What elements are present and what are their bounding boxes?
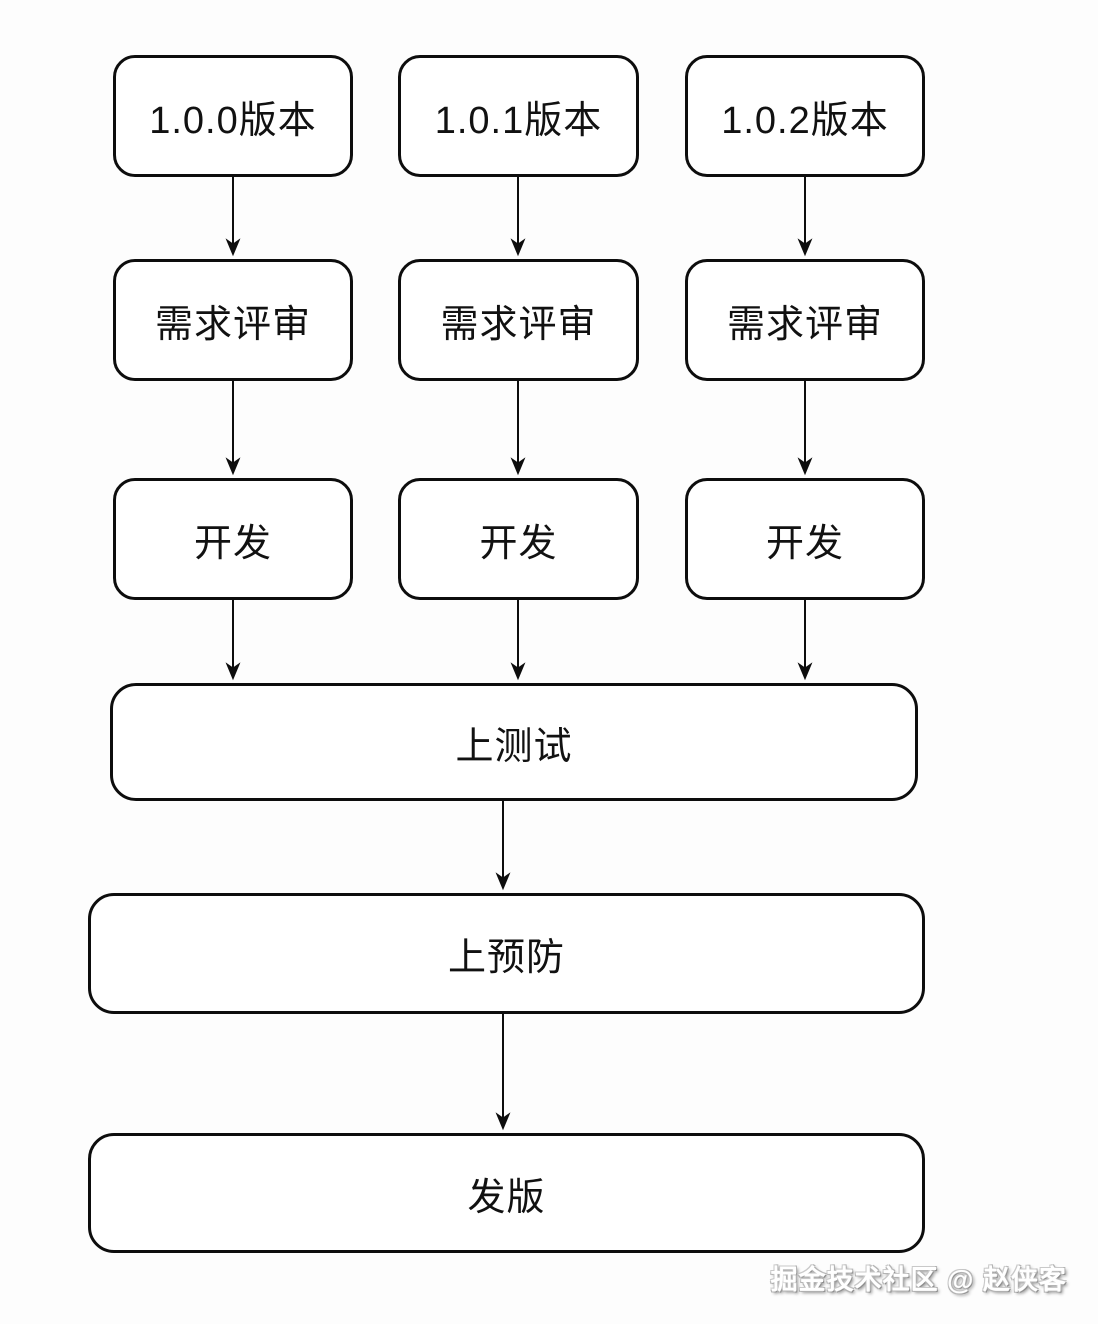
- node-version-100: 1.0.0版本: [113, 55, 353, 177]
- node-review-2: 需求评审: [398, 259, 639, 381]
- node-stage-release: 发版: [88, 1133, 925, 1253]
- node-review-3: 需求评审: [685, 259, 925, 381]
- node-dev-2: 开发: [398, 478, 639, 600]
- node-stage-preprod: 上预防: [88, 893, 925, 1014]
- node-stage-test: 上测试: [110, 683, 918, 801]
- node-version-101: 1.0.1版本: [398, 55, 639, 177]
- watermark-text: 掘金技术社区 @ 赵侠客: [770, 1265, 1067, 1295]
- node-dev-1: 开发: [113, 478, 353, 600]
- node-version-102: 1.0.2版本: [685, 55, 925, 177]
- node-review-1: 需求评审: [113, 259, 353, 381]
- node-dev-3: 开发: [685, 478, 925, 600]
